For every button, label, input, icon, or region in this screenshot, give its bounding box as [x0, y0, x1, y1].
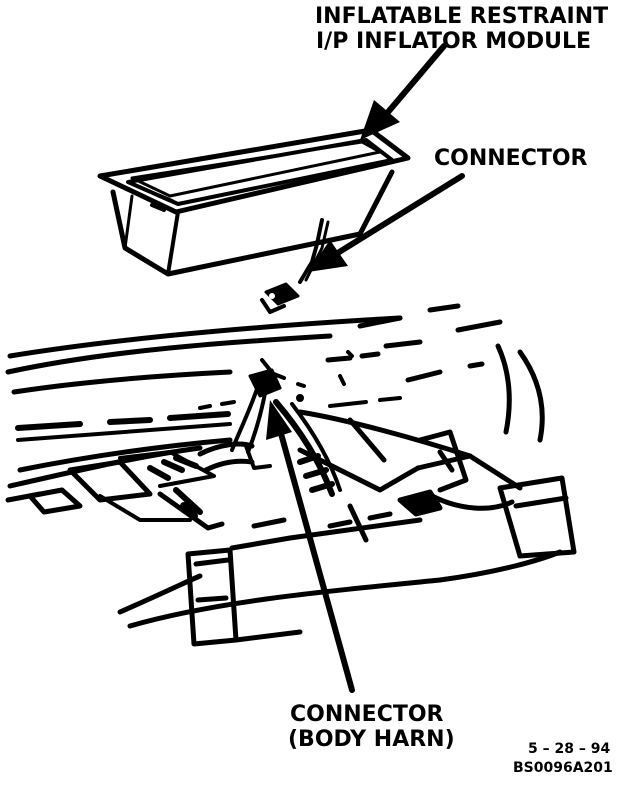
inflator-module	[97, 127, 411, 284]
connector-body-label-line1: CONNECTOR	[290, 702, 444, 727]
arrow-connector-body	[266, 400, 355, 693]
panel-detail-marks	[296, 350, 354, 388]
figure-code: BS0096A201	[513, 760, 613, 776]
instrument-panel	[5, 303, 577, 647]
module-label-line2: I/P INFLATOR MODULE	[316, 29, 592, 54]
connector-body-label-line2: (BODY HARN)	[288, 727, 455, 752]
arrow-module	[360, 43, 447, 140]
arrow-connector-top	[308, 173, 465, 272]
module-label-line1: INFLATABLE RESTRAINT	[315, 4, 609, 29]
connector-top-label: CONNECTOR	[434, 146, 588, 171]
date-code: 5 – 28 – 94	[528, 741, 611, 757]
module-connector	[260, 282, 300, 314]
